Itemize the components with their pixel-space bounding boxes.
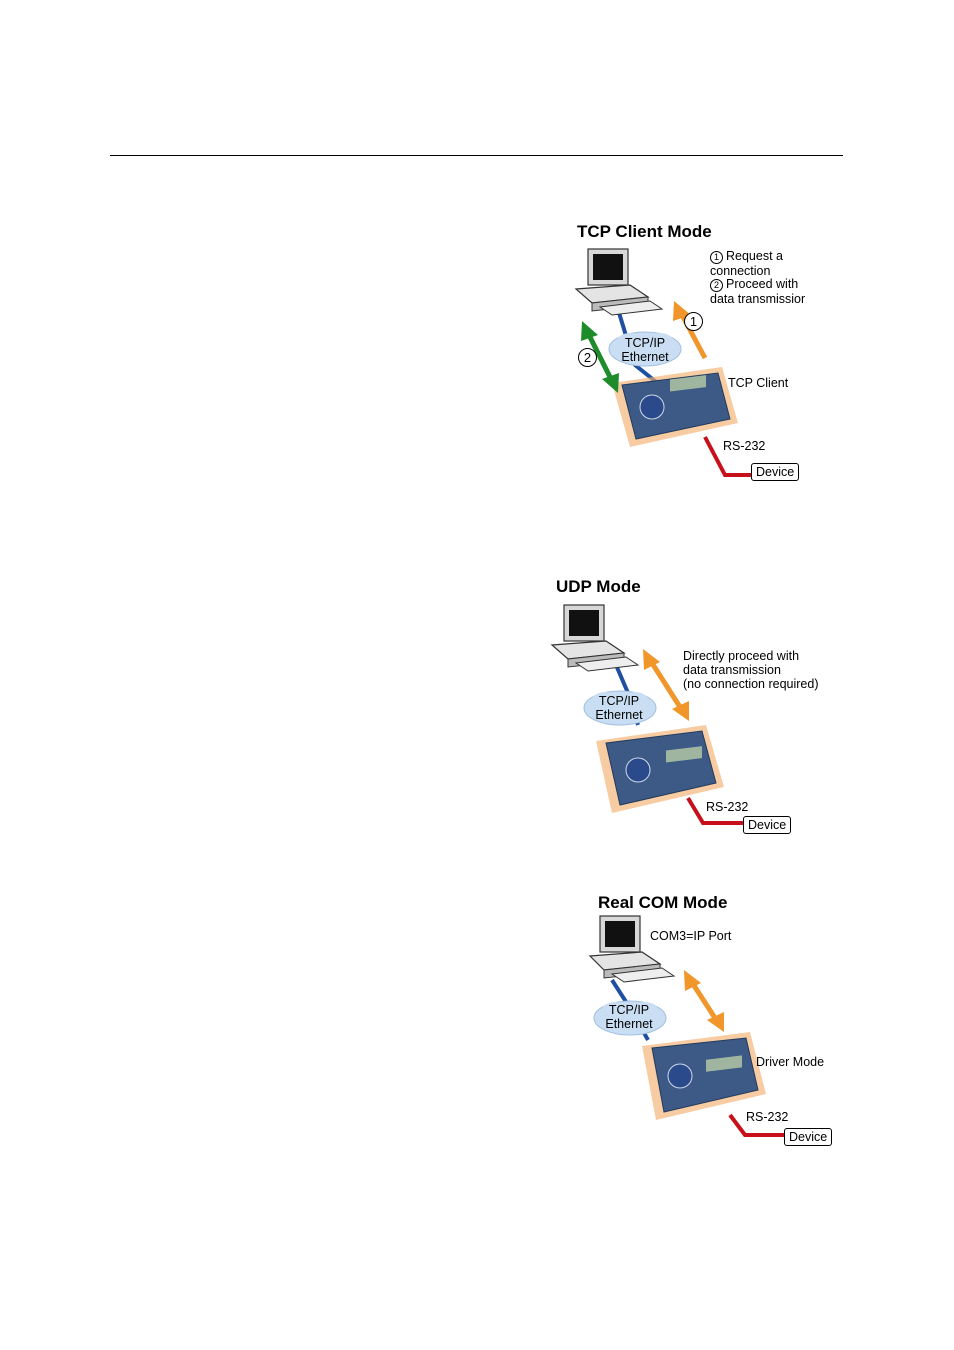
device-box: Device — [784, 1128, 832, 1146]
step-number: 2 — [710, 279, 723, 292]
diagram-title: TCP Client Mode — [577, 222, 712, 242]
diagram-title: Real COM Mode — [598, 893, 727, 913]
header-rule — [110, 155, 843, 156]
cloud-line-2: Ethernet — [610, 350, 680, 364]
note-line-2: data transmission — [683, 663, 819, 677]
step-number: 1 — [710, 251, 723, 264]
nport-label: Driver Mode — [756, 1055, 824, 1069]
note-line-3: (no connection required) — [683, 677, 819, 691]
bidirectional-arrow — [684, 970, 724, 1032]
serial-label: RS-232 — [746, 1110, 788, 1124]
computer-icon — [552, 605, 638, 671]
computer-icon — [576, 249, 662, 315]
cloud-line-1: TCP/IP — [584, 694, 654, 708]
device-box: Device — [743, 816, 791, 834]
arrow-1-marker: 1 — [684, 312, 703, 331]
cloud-label: TCP/IP Ethernet — [594, 1003, 664, 1031]
computer-icon — [590, 916, 674, 982]
cloud-line-1: TCP/IP — [610, 336, 680, 350]
diagram-title: UDP Mode — [556, 577, 641, 597]
cloud-line-2: Ethernet — [594, 1017, 664, 1031]
cloud-line-2: Ethernet — [584, 708, 654, 722]
real-com-diagram: Real COM Mode COM3=IP Port TCP/IP Ethern… — [590, 890, 850, 1155]
cloud-line-1: TCP/IP — [594, 1003, 664, 1017]
nport-label: TCP Client — [728, 376, 788, 390]
nport-device — [612, 367, 738, 447]
nport-device — [642, 1032, 766, 1120]
cloud-label: TCP/IP Ethernet — [610, 336, 680, 364]
udp-note: Directly proceed with data transmission … — [683, 649, 819, 691]
pc-label: COM3=IP Port — [650, 929, 731, 943]
udp-diagram: UDP Mode Directly proceed with data tran… — [548, 573, 848, 843]
device-box: Device — [751, 463, 799, 481]
note-line-1: Directly proceed with — [683, 649, 819, 663]
serial-label: RS-232 — [706, 800, 748, 814]
tcp-client-graphic — [560, 215, 850, 495]
arrow-2-marker: 2 — [578, 348, 597, 367]
serial-label: RS-232 — [723, 439, 765, 453]
cloud-label: TCP/IP Ethernet — [584, 694, 654, 722]
step-text: Proceed with data transmissior — [710, 277, 805, 306]
nport-device — [596, 725, 724, 813]
